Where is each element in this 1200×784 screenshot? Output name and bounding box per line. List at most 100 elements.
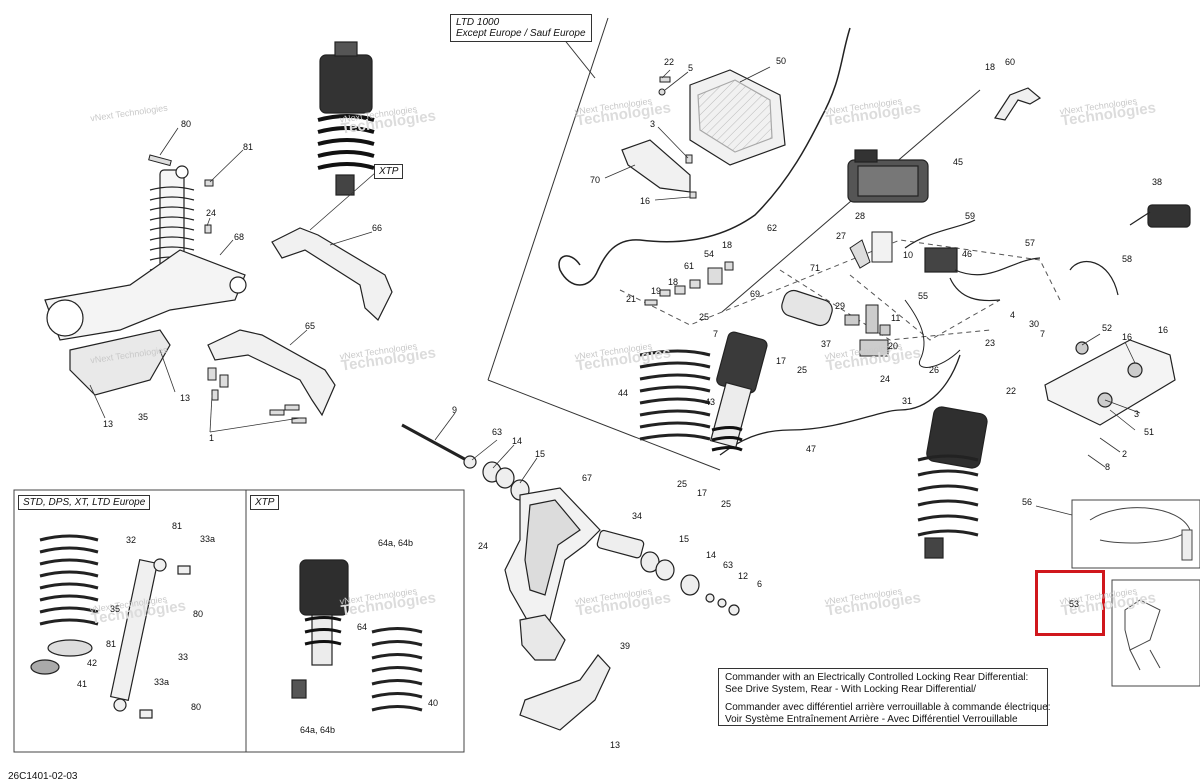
- callout-54: 54: [704, 249, 715, 259]
- note-line-4: Voir Système Entraînement Arrière - Avec…: [725, 714, 1018, 725]
- ltd-label-line1: LTD 1000: [456, 17, 500, 28]
- xtp-top-arm: [207, 227, 393, 417]
- callout-80: 80: [193, 609, 204, 619]
- callout-25: 25: [721, 499, 732, 509]
- callout-19: 19: [651, 286, 662, 296]
- callout-16: 16: [1122, 332, 1133, 342]
- callout-3: 3: [1134, 409, 1140, 419]
- diagram-code: 26C1401-02-03: [8, 771, 78, 782]
- callout-37: 37: [821, 339, 832, 349]
- callout-5: 5: [688, 63, 694, 73]
- callout-7: 7: [713, 329, 719, 339]
- callout-28: 28: [855, 211, 866, 221]
- ltd-frame-label: LTD 1000 Except Europe / Sauf Europe: [450, 14, 592, 42]
- xtp-box: [245, 489, 465, 753]
- callout-33a: 33a: [200, 534, 216, 544]
- callout-3: 3: [650, 119, 656, 129]
- callout-22: 22: [1006, 386, 1017, 396]
- callout-65: 65: [305, 321, 316, 331]
- callout-71: 71: [810, 263, 821, 273]
- callout-1: 1: [209, 433, 215, 443]
- callout-4: 4: [1010, 310, 1016, 320]
- callout-80: 80: [181, 119, 192, 129]
- callout-62: 62: [767, 223, 778, 233]
- callout-7: 7: [1040, 329, 1046, 339]
- ltd-label-line2: Except Europe / Sauf Europe: [456, 28, 586, 39]
- callout-58: 58: [1122, 254, 1133, 264]
- locking-differential-note: Commander with an Electrically Controlle…: [718, 668, 1051, 726]
- callout-10: 10: [903, 250, 914, 260]
- callout-9: 9: [452, 405, 458, 415]
- callout-50: 50: [776, 56, 787, 66]
- front-a-arm-left: [44, 249, 247, 396]
- callout-33: 33: [178, 652, 189, 662]
- note-line-1: Commander with an Electrically Controlle…: [725, 672, 1029, 683]
- spring-38: [1129, 204, 1191, 228]
- xtp-box-frame-label: XTP: [250, 495, 280, 510]
- right-rear-shock: [917, 406, 988, 559]
- callout-33a: 33a: [154, 677, 170, 687]
- callout-12: 12: [738, 571, 749, 581]
- callout-24: 24: [880, 374, 891, 384]
- callout-69: 69: [750, 289, 761, 299]
- callout-32: 32: [126, 535, 137, 545]
- std-shock-33: [109, 558, 191, 719]
- std-spring: [30, 534, 99, 675]
- valve-cluster: [844, 299, 961, 368]
- callout-6: 6: [757, 579, 763, 589]
- xtp-inset-spring: [371, 627, 423, 712]
- callout-13: 13: [610, 740, 621, 750]
- callout-30: 30: [1029, 319, 1040, 329]
- xtp-top-shock: [317, 41, 375, 196]
- callout-46: 46: [962, 249, 973, 259]
- note-line-3: Commander avec différentiel arrière verr…: [725, 702, 1051, 713]
- callout-67: 67: [582, 473, 593, 483]
- callout-51: 51: [1144, 427, 1155, 437]
- ltd-small-parts: [658, 76, 697, 199]
- left-leader-lines: [89, 127, 301, 433]
- callout-63: 63: [723, 560, 734, 570]
- callout-53: 53: [1069, 599, 1080, 609]
- std-frame-label: STD, DPS, XT, LTD Europe: [18, 495, 151, 510]
- callout-80: 80: [191, 702, 202, 712]
- callout-45: 45: [953, 157, 964, 167]
- harness: [904, 219, 1119, 302]
- skid-plate-39: [519, 654, 611, 731]
- compressor: [847, 149, 929, 203]
- callout-31: 31: [902, 396, 913, 406]
- callout-70: 70: [590, 175, 601, 185]
- callout-64a-64b: 64a, 64b: [378, 538, 414, 548]
- bracket-53: [1111, 579, 1200, 687]
- callout-27: 27: [836, 231, 847, 241]
- hub-34: [596, 529, 740, 616]
- callout-43: 43: [705, 397, 716, 407]
- callout-63: 63: [492, 427, 503, 437]
- callout-35: 35: [138, 412, 149, 422]
- callout-24: 24: [478, 541, 489, 551]
- highlight-box: [1035, 570, 1105, 636]
- spring-44: [639, 349, 711, 441]
- callout-59: 59: [965, 211, 976, 221]
- callout-44: 44: [618, 388, 629, 398]
- callout-14: 14: [706, 550, 717, 560]
- callout-35: 35: [110, 604, 121, 614]
- callout-18: 18: [985, 62, 996, 72]
- callout-81: 81: [172, 521, 183, 531]
- callout-81: 81: [106, 639, 117, 649]
- trailing-arm-67: [504, 487, 601, 661]
- hoop-56: [1071, 499, 1200, 569]
- callout-29: 29: [835, 301, 846, 311]
- callout-55: 55: [918, 291, 929, 301]
- callout-38: 38: [1152, 177, 1163, 187]
- fittings-cluster: [644, 231, 893, 306]
- battery-bracket: [621, 69, 786, 193]
- xtp-inset-shock: [291, 559, 349, 699]
- accumulator-69: [781, 289, 833, 327]
- mounting-plate-51: [1044, 339, 1176, 426]
- callout-17: 17: [697, 488, 708, 498]
- callout-40: 40: [428, 698, 439, 708]
- callout-34: 34: [632, 511, 643, 521]
- callout-17: 17: [776, 356, 787, 366]
- dashed-group-lines: [619, 239, 1061, 341]
